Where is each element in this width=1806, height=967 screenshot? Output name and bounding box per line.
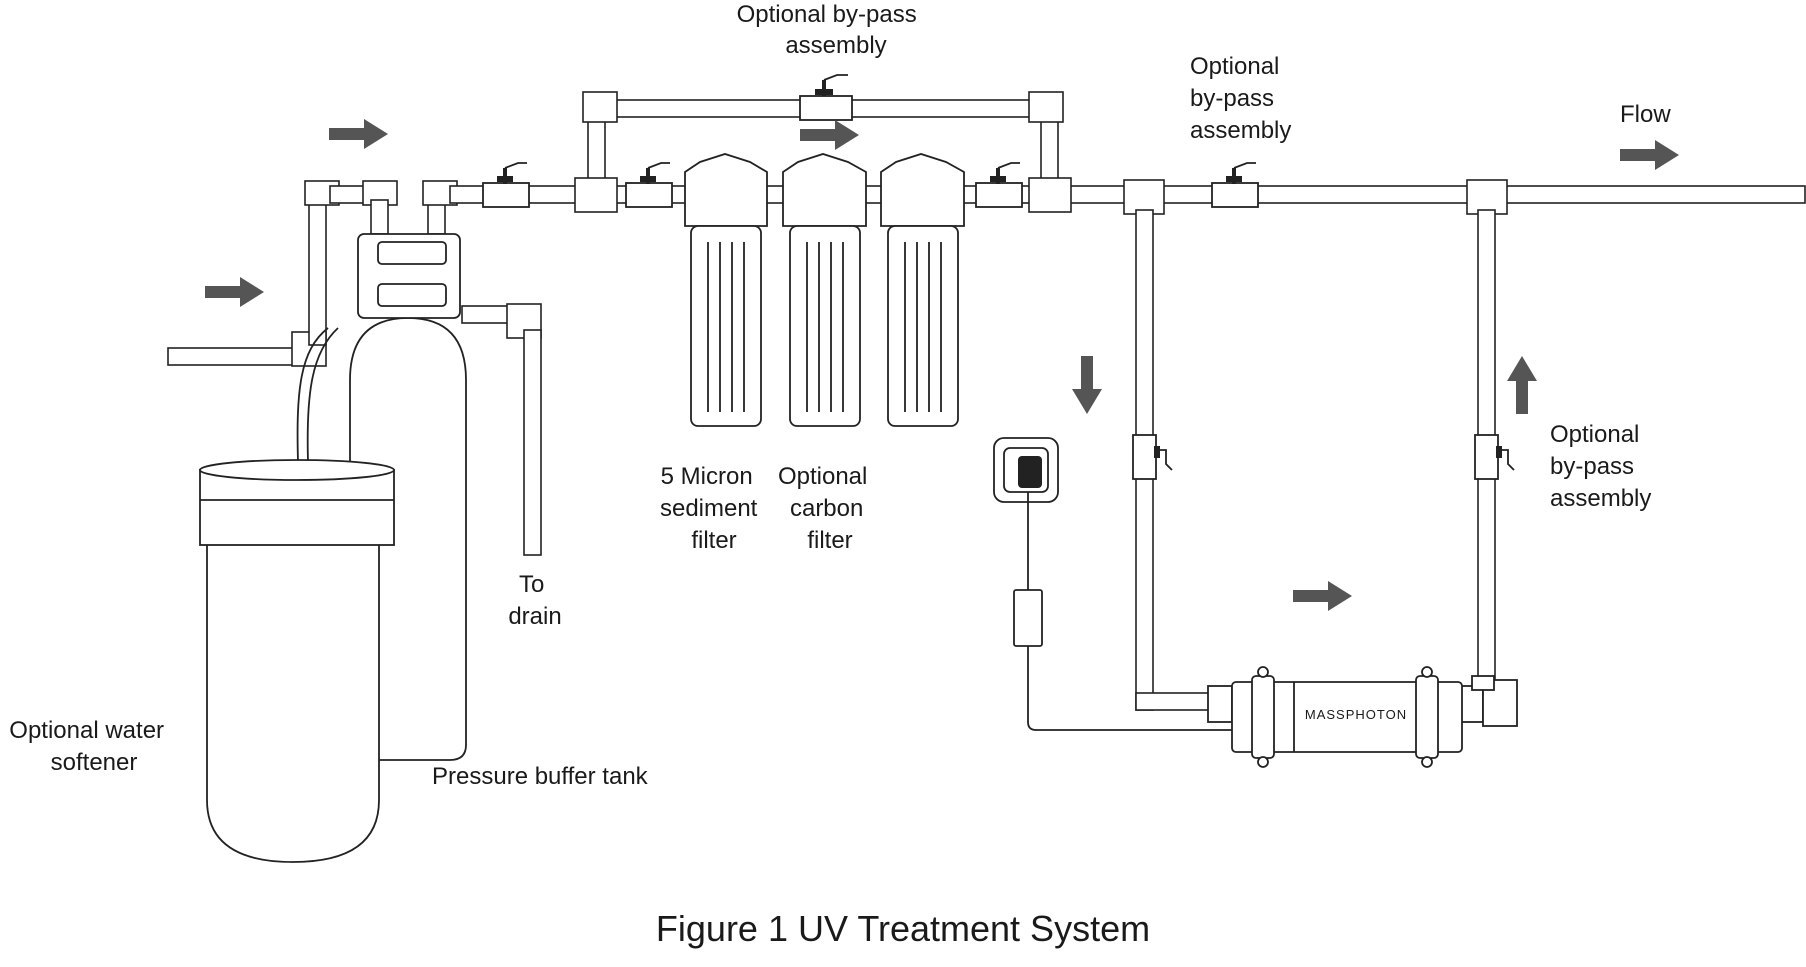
arrow-up (1507, 356, 1537, 414)
uv-brand-label: MASSPHOTON (1305, 707, 1407, 722)
arrow-uv (1293, 581, 1352, 611)
uv-clamp-left (1251, 675, 1275, 759)
label-to-drain: To drain (508, 571, 561, 630)
uv-sterilizer: MASSPHOTON (1207, 666, 1518, 768)
drop-to-valve-left (370, 199, 389, 235)
arrow-down (1072, 356, 1102, 414)
valve-filter-outlet (975, 162, 1023, 208)
label-flow: Flow (1620, 101, 1671, 128)
inlet-pipe (167, 347, 304, 366)
filter-bank (684, 153, 965, 427)
label-sediment-filter: 5 Micron sediment filter (660, 463, 764, 554)
tee-uv-down (1123, 179, 1165, 215)
figure-caption: Figure 1 UV Treatment System (656, 908, 1150, 949)
softener-tube-1 (296, 327, 329, 463)
filter-housing-2 (782, 153, 867, 427)
uv-chamber (1231, 681, 1463, 753)
label-bypass-side: Optional by-pass assembly (1550, 421, 1651, 512)
upper-bypass-elbow-left (582, 91, 618, 123)
uv-clamp-right (1415, 675, 1439, 759)
label-carbon-filter: Optional carbon filter (778, 463, 874, 554)
valve-uv-up (1474, 434, 1515, 480)
arrow-flow (1620, 140, 1679, 170)
valve-uv-down (1132, 434, 1173, 480)
valve-upper-bypass (799, 74, 853, 121)
uv-outlet-nut (1460, 685, 1484, 723)
arrow-filters (800, 120, 859, 150)
tee-left (574, 177, 618, 213)
arrow-top-left (329, 119, 388, 149)
filter-housing-1 (684, 153, 768, 427)
arrow-inlet (205, 277, 264, 307)
uv-controller (993, 437, 1232, 731)
water-softener (199, 459, 395, 863)
control-head (357, 233, 461, 319)
flow-arrows (205, 119, 1679, 611)
uv-cable-plug (1013, 589, 1043, 647)
label-bypass-right: Optional by-pass assembly (1190, 53, 1291, 144)
uv-power-cable (1027, 646, 1232, 731)
upper-bypass-elbow-right (1028, 91, 1064, 123)
valve-main-bypass (1211, 162, 1259, 208)
riser-left (308, 194, 327, 346)
softener-tube-2 (306, 327, 339, 463)
uv-inlet-pipe (1135, 692, 1217, 711)
valves (482, 74, 1515, 480)
tee-uv-up (1466, 179, 1508, 215)
label-pressure-tank: Pressure buffer tank (432, 763, 649, 790)
uv-power-indicator (1018, 456, 1042, 488)
valve-inlet (482, 162, 530, 208)
labels: Optional by-pass assembly Optional by-pa… (9, 1, 1671, 949)
label-bypass-top: Optional by-pass assembly (737, 1, 924, 59)
valve-filter-inlet (625, 162, 673, 208)
label-water-softener: Optional water softener (9, 717, 170, 776)
filter-housing-3 (880, 153, 965, 427)
drain-pipe (523, 329, 542, 556)
uv-inlet-nut (1207, 685, 1233, 723)
tee-right (1028, 177, 1072, 213)
